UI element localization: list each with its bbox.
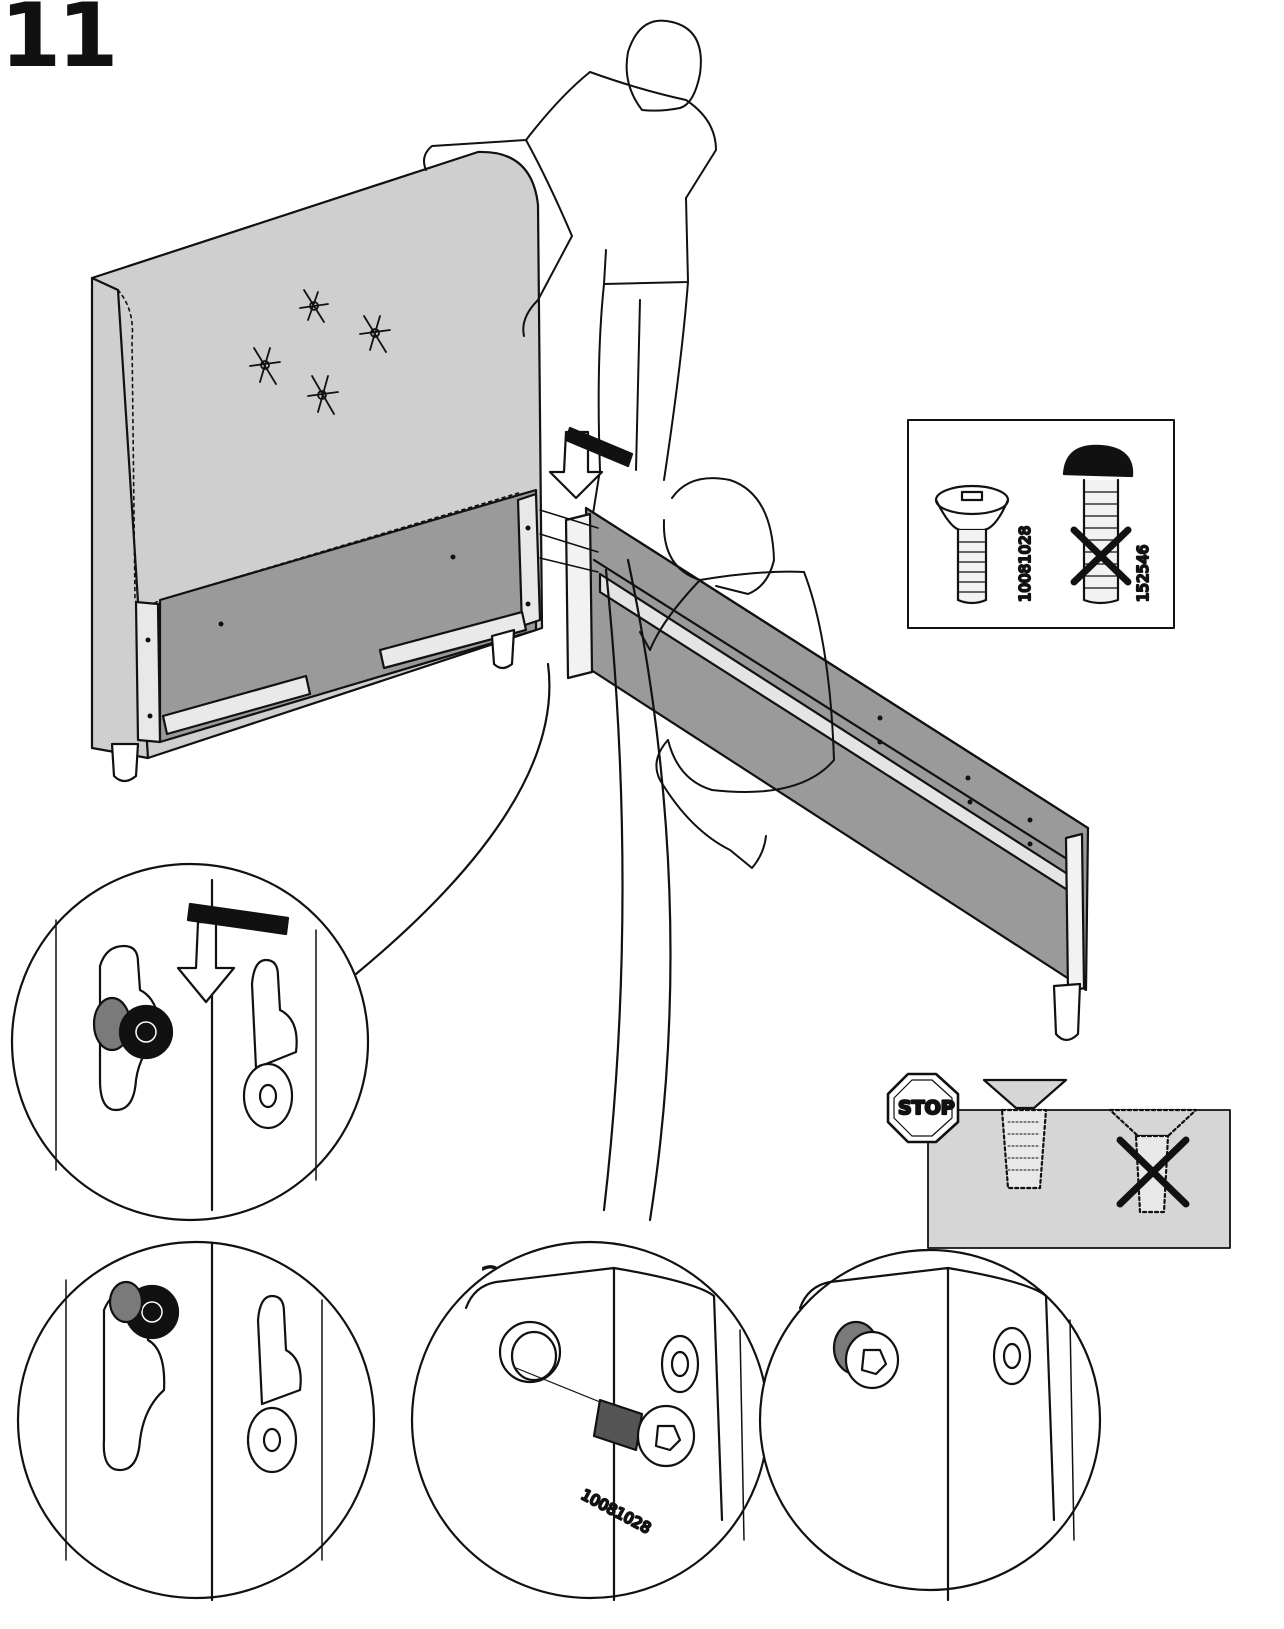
wrong-screw-code: 152546 [1134, 545, 1152, 602]
correct-screw-code: 10081028 [1016, 526, 1034, 602]
stop-sign-label: STOP [898, 1097, 955, 1119]
tufting-buttons [249, 289, 391, 415]
step-number: 11 [0, 0, 118, 87]
screw-reference-box [907, 419, 1175, 629]
detail-circle-bottom-right [758, 1248, 1102, 1602]
side-rail [539, 506, 1090, 1042]
detail-circle-bottom-middle [410, 1240, 770, 1602]
detail-circle-bottom-left [16, 1240, 376, 1602]
down-arrow-icon [548, 426, 634, 500]
crouching-person [639, 477, 835, 869]
screw-depth-warning [886, 1072, 1231, 1249]
standing-person [423, 19, 717, 521]
headboard [90, 150, 544, 783]
detail-circle-top-left [10, 862, 370, 1222]
